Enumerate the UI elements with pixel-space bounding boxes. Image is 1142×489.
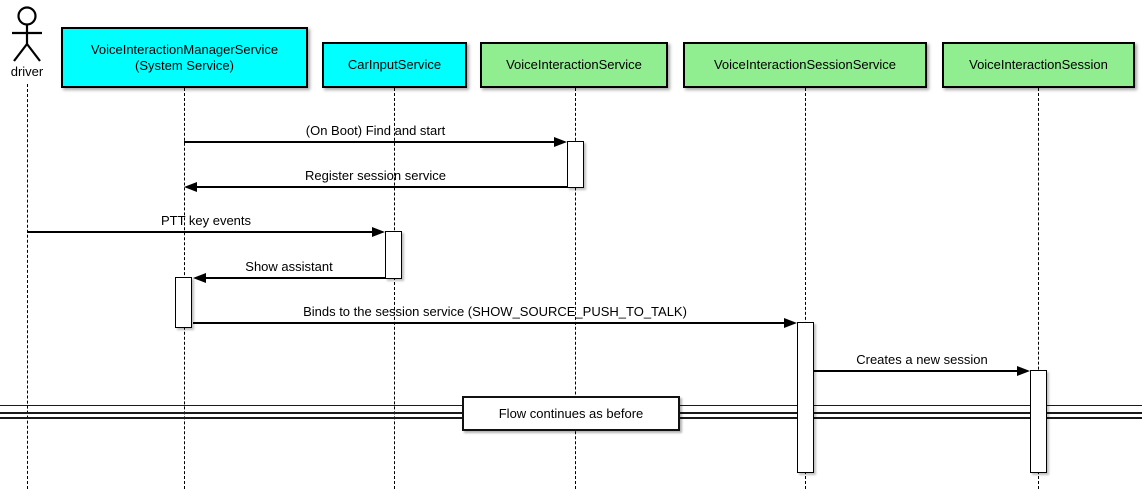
participant-carinputservice: CarInputService bbox=[322, 42, 467, 88]
message-label: (On Boot) Find and start bbox=[305, 123, 446, 138]
lifeline-driver bbox=[27, 84, 28, 489]
message-label: Creates a new session bbox=[856, 352, 988, 367]
message-line bbox=[27, 231, 373, 233]
activation-voiceinteractionsessionservice bbox=[797, 322, 814, 473]
message-label: Binds to the session service (SHOW_SOURC… bbox=[303, 304, 687, 319]
participant-voiceinteractionsession: VoiceInteractionSession bbox=[942, 42, 1135, 88]
activation-voiceinteractionsession bbox=[1030, 370, 1047, 473]
activation-voiceinteractionmanagerservice bbox=[175, 277, 192, 328]
actor-driver-label: driver bbox=[10, 64, 44, 79]
participant-voiceinteractionsessionservice: VoiceInteractionSessionService bbox=[683, 42, 927, 88]
message-label: Show assistant bbox=[245, 259, 333, 274]
message-label: Register session service bbox=[305, 168, 446, 183]
message-line bbox=[184, 141, 555, 143]
participant-voiceinteractionservice: VoiceInteractionService bbox=[480, 42, 668, 88]
actor-driver-icon bbox=[9, 6, 45, 63]
participant-label: VoiceInteractionManagerService bbox=[90, 41, 279, 57]
participant-label: VoiceInteractionSession bbox=[969, 57, 1108, 72]
arrowhead-left-icon bbox=[184, 182, 197, 192]
message-line bbox=[814, 370, 1018, 372]
lifeline-carinputservice bbox=[394, 88, 395, 489]
message-line bbox=[196, 186, 567, 188]
participant-label: VoiceInteractionSessionService bbox=[713, 57, 897, 72]
arrowhead-right-icon bbox=[1017, 366, 1030, 376]
activation-voiceinteractionservice bbox=[567, 141, 584, 188]
activation-carinputservice bbox=[385, 231, 402, 279]
arrowhead-right-icon bbox=[554, 137, 567, 147]
arrowhead-right-icon bbox=[784, 318, 797, 328]
divider-label-box: Flow continues as before bbox=[462, 396, 680, 431]
participant-sublabel: (System Service) bbox=[135, 57, 234, 73]
divider-label: Flow continues as before bbox=[498, 406, 644, 421]
arrowhead-right-icon bbox=[372, 227, 385, 237]
lifeline-voiceinteractionsession bbox=[1038, 88, 1039, 489]
message-label: PTT key events bbox=[160, 213, 252, 228]
participant-label: CarInputService bbox=[347, 57, 442, 72]
participant-label: VoiceInteractionService bbox=[506, 57, 642, 72]
participant-voiceinteractionmanagerservice: VoiceInteractionManagerService (System S… bbox=[61, 27, 308, 88]
lifeline-voiceinteractionservice bbox=[575, 88, 576, 489]
message-line bbox=[193, 322, 785, 324]
lifeline-voiceinteractionsessionservice bbox=[805, 88, 806, 489]
message-line bbox=[206, 277, 385, 279]
arrowhead-left-icon bbox=[193, 273, 206, 283]
